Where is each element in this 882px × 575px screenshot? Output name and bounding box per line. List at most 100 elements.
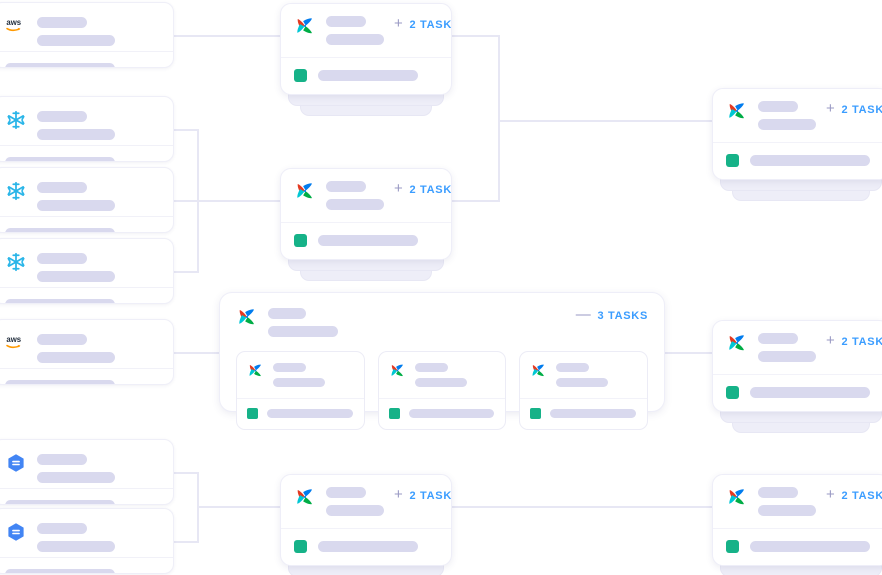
source-card-header [0,239,173,287]
placeholder-bar [37,200,115,211]
sub-task-footer [520,398,648,429]
placeholder-bar [37,35,115,46]
source-card-bigquery-1[interactable] [0,439,174,505]
task-count-label: 2 TASKS [841,335,882,348]
bigquery-icon [5,452,27,474]
task-card-header: + 2 TASKS [713,321,882,374]
placeholder-bar [37,541,115,552]
source-card-placeholder-lines [37,180,115,211]
source-card-header [0,509,173,557]
task-card-header: + 2 TASKS [713,475,882,528]
status-square-green [530,408,542,419]
task-card-footer [713,528,882,565]
task-card-body[interactable]: + 2 TASKS [280,168,452,260]
source-card-header [0,168,173,216]
expand-plus-icon: + [826,486,836,503]
task-count-badge[interactable]: + 2 TASKS [394,15,451,32]
group-task-count-badge[interactable]: — 3 TASKS [576,306,648,323]
status-square-green [294,69,307,82]
task-card-footer [281,528,451,565]
task-card-4[interactable]: + 2 TASKS [712,320,882,433]
task-card-6[interactable]: + 2 TASKS [712,474,882,575]
sub-task-card-3[interactable] [519,351,649,430]
sub-task-card-1[interactable] [236,351,365,430]
sub-task-header [520,352,647,398]
placeholder-bar [318,70,418,81]
placeholder-bar [37,523,87,534]
task-card-body[interactable]: + 2 TASKS [712,320,882,412]
placeholder-bar [5,299,115,303]
status-square-green [726,386,739,399]
sub-task-header [379,352,506,398]
task-card-body[interactable]: + 2 TASKS [712,88,882,180]
placeholder-bar [267,409,353,418]
source-card-snowflake-1[interactable] [0,96,174,162]
card-stack-layer-1 [720,411,882,423]
task-card-footer [281,57,451,94]
source-card-bigquery-2[interactable] [0,508,174,574]
sub-task-placeholder-lines [273,362,325,387]
task-card-body[interactable]: + 2 TASKS [280,3,452,95]
airflow-icon [294,15,316,37]
card-stack-layer-1 [288,565,444,575]
sub-task-placeholder-lines [556,362,609,387]
status-square-green [726,540,739,553]
svg-text:aws: aws [6,18,21,27]
task-card-placeholder-lines [326,15,384,45]
task-card-2[interactable]: + 2 TASKS [280,168,452,281]
group-card-expanded[interactable]: — 3 TASKS [219,292,665,430]
edge-bigquery1-bus [174,472,199,474]
placeholder-bar [37,454,87,465]
task-card-body[interactable]: + 2 TASKS [712,474,882,566]
placeholder-bar [273,363,306,372]
source-card-aws-2[interactable]: aws [0,319,174,385]
task-count-label: 2 TASKS [841,489,882,502]
collapse-minus-icon: — [575,306,592,323]
task-count-label: 2 TASKS [841,103,882,116]
task-card-1[interactable]: + 2 TASKS [280,3,452,116]
snowflake-icon [5,109,27,131]
task-count-badge[interactable]: + 2 TASKS [394,486,451,503]
group-card-header: — 3 TASKS [220,293,664,337]
placeholder-bar [758,487,798,498]
placeholder-bar [37,472,115,483]
source-card-header: aws [0,320,173,368]
source-card-footer [0,51,173,67]
sub-task-card-2[interactable] [377,351,507,430]
placeholder-bar [556,363,590,372]
task-card-placeholder-lines [758,332,816,362]
card-stack-layer-1 [720,565,882,575]
status-square-green [726,154,739,167]
sub-task-header [237,352,364,398]
task-card-body[interactable]: + 2 TASKS [280,474,452,566]
airflow-icon [294,180,316,202]
task-card-5[interactable]: + 2 TASKS [280,474,452,575]
placeholder-bar [758,333,798,344]
placeholder-bar [326,181,366,192]
placeholder-bar [37,334,87,345]
placeholder-bar [326,199,384,210]
source-card-placeholder-lines [37,521,115,552]
source-card-placeholder-lines [37,452,115,483]
edge-aws2-to-group [174,352,220,354]
source-card-snowflake-2[interactable] [0,167,174,233]
edge-group-to-task4 [665,352,713,354]
source-card-footer [0,287,173,303]
edge-task-join-vertical [498,35,500,202]
task-count-badge[interactable]: + 2 TASKS [826,100,882,117]
task-count-badge[interactable]: + 2 TASKS [826,486,882,503]
task-count-badge[interactable]: + 2 TASKS [394,180,451,197]
source-card-snowflake-3[interactable] [0,238,174,304]
placeholder-bar [268,326,338,337]
source-card-aws-1[interactable]: aws [0,2,174,68]
airflow-icon [236,306,258,328]
card-stack-layer-1 [288,94,444,106]
status-square-green [294,234,307,247]
task-card-header: + 2 TASKS [713,89,882,142]
placeholder-bar [37,111,87,122]
task-count-badge[interactable]: + 2 TASKS [826,332,882,349]
expand-plus-icon: + [826,100,836,117]
source-card-placeholder-lines [37,15,115,46]
expand-plus-icon: + [394,15,404,32]
task-card-3[interactable]: + 2 TASKS [712,88,882,201]
